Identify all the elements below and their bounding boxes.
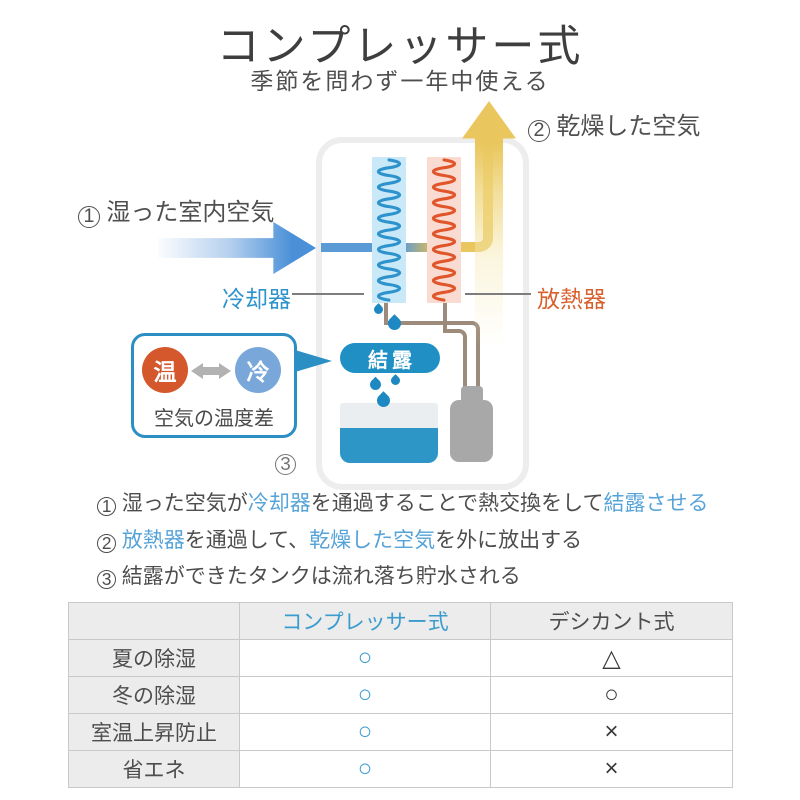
compressor-mark: ○ — [239, 639, 491, 677]
desiccant-mark: ○ — [490, 676, 733, 714]
tank-water — [340, 428, 438, 463]
text-segment: を通過して、 — [184, 529, 310, 552]
moist-air-arrow-icon — [158, 222, 316, 274]
row-label: 省エネ — [68, 750, 240, 788]
callout-caption: 空気の温度差 — [154, 408, 274, 430]
table-corner-cell — [68, 602, 240, 640]
comparison-table: コンプレッサー式 デシカント式 夏の除湿 ○ △ 冬の除湿 ○ ○ 室温上昇防止… — [68, 602, 733, 788]
table-header-row: コンプレッサー式 デシカント式 — [68, 602, 733, 640]
compressor-mark: ○ — [239, 750, 491, 788]
page-title: コンプレッサー式 — [216, 23, 584, 71]
circled-number-1: 1 — [78, 206, 101, 229]
cold-circle: 冷 — [235, 347, 281, 393]
moist-air-label-text: 湿った室内空気 — [106, 199, 275, 226]
table-header-compressor: コンプレッサー式 — [239, 602, 491, 640]
compressor-icon — [450, 400, 493, 462]
radiator-coil-icon — [427, 157, 461, 303]
refrigerant-pipe — [443, 303, 457, 333]
text-segment: 結露ができたタンクは流れ落ち貯水される — [121, 565, 521, 588]
compressor-mark: ○ — [239, 713, 491, 751]
desiccant-mark: × — [490, 750, 733, 788]
radiator-leader-line — [465, 293, 531, 295]
double-arrow-icon — [191, 363, 231, 379]
table-row: 省エネ ○ × — [68, 750, 733, 788]
circled-number-2: 2 — [528, 120, 551, 143]
cooler-label: 冷却器 — [222, 286, 291, 312]
text-segment: 湿った空気が — [121, 492, 248, 515]
desiccant-mark: × — [490, 713, 733, 751]
radiator-label: 放熱器 — [537, 286, 606, 312]
table-row: 夏の除湿 ○ △ — [68, 639, 733, 677]
dry-air-label-text: 乾燥した空気 — [556, 113, 701, 140]
page-subtitle: 季節を問わず一年中使える — [250, 68, 550, 94]
cooler-leader-line — [292, 293, 364, 295]
text-segment: を通過することで熱交換をして — [310, 492, 604, 515]
arrow-left-tip — [191, 363, 203, 379]
cooler-coil-icon — [372, 157, 406, 303]
desiccant-mark: △ — [490, 639, 733, 677]
text-segment: 結露させる — [603, 492, 709, 515]
circled-number-2: 2 — [97, 534, 117, 554]
condensation-badge: 結露 — [340, 343, 440, 373]
circled-number-3: 3 — [97, 570, 117, 590]
row-label: 室温上昇防止 — [68, 713, 240, 751]
compressor-mark: ○ — [239, 676, 491, 714]
table-row: 冬の除湿 ○ ○ — [68, 676, 733, 714]
text-segment: 乾燥した空気 — [309, 529, 436, 552]
compressor-icon — [461, 386, 483, 404]
arrow-bar — [203, 367, 219, 375]
refrigerant-pipe — [384, 303, 398, 325]
circled-number-1: 1 — [97, 497, 117, 517]
arrow-right-tip — [219, 363, 231, 379]
callout-pointer-icon — [295, 350, 332, 372]
circled-number-3: 3 — [275, 454, 297, 476]
row-label: 冬の除湿 — [68, 676, 240, 714]
water-tank-icon — [340, 403, 438, 463]
text-segment: 放熱器 — [121, 529, 185, 552]
refrigerant-pipe — [447, 329, 467, 395]
row-label: 夏の除湿 — [68, 639, 240, 677]
warm-circle: 温 — [142, 347, 188, 393]
table-header-desiccant: デシカント式 — [490, 602, 733, 640]
text-segment: 冷却器 — [247, 492, 311, 515]
step-3-number: 3 — [275, 447, 297, 476]
table-row: 室温上昇防止 ○ × — [68, 713, 733, 751]
text-segment: を外に放出する — [435, 529, 583, 552]
